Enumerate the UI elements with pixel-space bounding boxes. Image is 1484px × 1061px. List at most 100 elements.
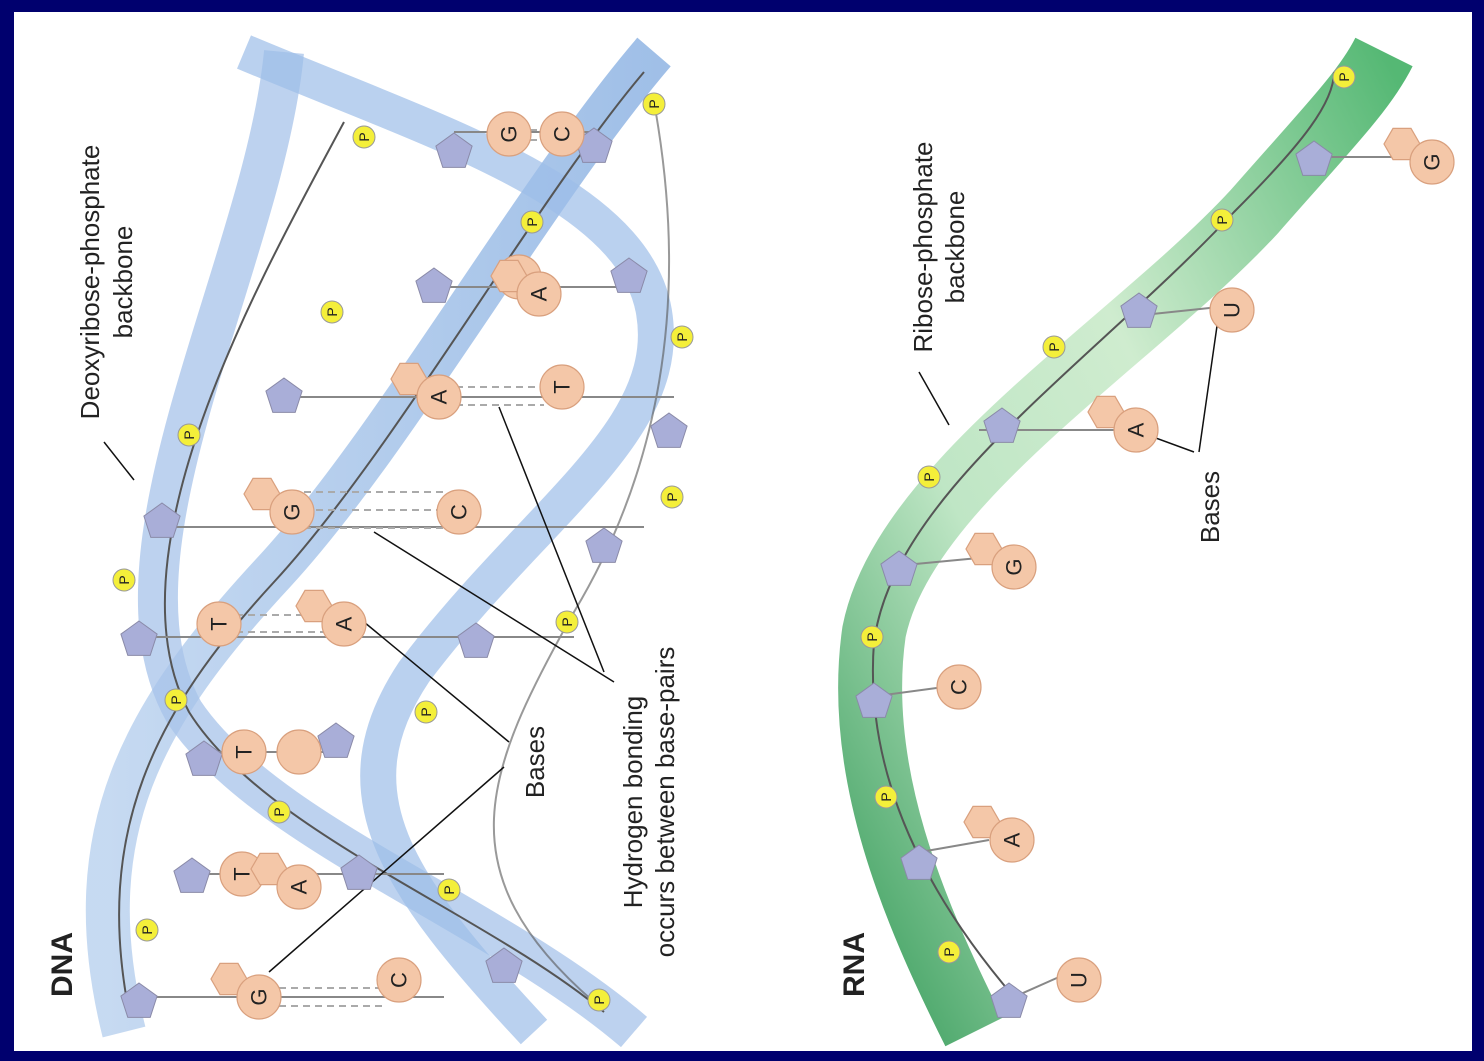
dna-base-3-letter: A bbox=[287, 879, 312, 894]
rna-base-3 bbox=[991, 544, 1037, 590]
dna-sugar-6 bbox=[415, 267, 453, 303]
rna-base-6-letter: G bbox=[1420, 153, 1445, 170]
dna-sugar-1 bbox=[173, 857, 211, 893]
rna-phosphate-3-label: P bbox=[921, 472, 937, 481]
dna-base-15-letter: C bbox=[550, 126, 575, 142]
dna-base-9 bbox=[436, 489, 482, 535]
dna-phosphate-5 bbox=[520, 210, 544, 234]
rna-base-1 bbox=[989, 817, 1035, 863]
dna-sugar-2 bbox=[185, 740, 223, 776]
dna-phosphate-14 bbox=[642, 92, 666, 116]
dna-sugar-13 bbox=[650, 412, 688, 448]
rna-base-0-letter: U bbox=[1067, 972, 1092, 988]
dna-base-10-letter: A bbox=[427, 389, 452, 404]
dna-base-6 bbox=[196, 601, 242, 647]
rna-backbone-label-line-2: backbone bbox=[940, 191, 970, 304]
dna-base-4 bbox=[221, 729, 267, 775]
dna-strand-line-2 bbox=[163, 121, 605, 1013]
rna-sugar-0 bbox=[990, 982, 1028, 1018]
dna-ribbon-1 bbox=[85, 37, 671, 1038]
dna-base-5 bbox=[276, 729, 322, 775]
dna-phosphate-8 bbox=[437, 878, 461, 902]
dna-phosphate-11 bbox=[555, 610, 579, 634]
rna-sugar-2 bbox=[855, 682, 893, 718]
dna-base-2-letter: T bbox=[230, 867, 255, 880]
dna-phosphate-12-label: P bbox=[664, 492, 680, 501]
dna-sugar-11 bbox=[457, 622, 495, 658]
rna-title: RNA bbox=[838, 932, 871, 997]
dna-base-9-letter: C bbox=[447, 504, 472, 520]
rna-base-2 bbox=[936, 664, 982, 710]
rna-phosphate-1 bbox=[874, 785, 898, 809]
dna-phosphate-4 bbox=[320, 300, 344, 324]
rna-base-5-letter: U bbox=[1220, 302, 1245, 318]
rna-strand-line bbox=[872, 71, 1335, 998]
dna-sugar-0 bbox=[120, 982, 158, 1018]
rna-phosphate-4 bbox=[1042, 335, 1066, 359]
dna-phosphate-7-label: P bbox=[591, 995, 607, 1004]
label-leader-lines bbox=[103, 311, 1220, 973]
rna-sugar-6 bbox=[1295, 140, 1333, 176]
dna-base-0 bbox=[236, 974, 282, 1020]
dna-base-1 bbox=[376, 957, 422, 1003]
dna-base-8 bbox=[269, 489, 315, 535]
rna-sugar-5 bbox=[1120, 292, 1158, 328]
dna-backbone-label-line-2: backbone bbox=[108, 226, 138, 339]
dna-base-14 bbox=[486, 111, 532, 157]
dna-base-3 bbox=[276, 864, 322, 910]
dna-phosphate-0-label: P bbox=[139, 925, 155, 934]
rna-phosphate-6-label: P bbox=[1336, 72, 1352, 81]
dna-phosphate-11-label: P bbox=[559, 617, 575, 626]
dna-phosphate-9-label: P bbox=[271, 807, 287, 816]
rna-backbone-label-line-1: Ribose-phosphate bbox=[908, 141, 938, 352]
dna-base-14-letter: G bbox=[497, 125, 522, 142]
rna-base-0 bbox=[1056, 957, 1102, 1003]
dna-backbone-label-line-1: Deoxyribose-phosphate bbox=[75, 145, 105, 420]
dna-sugar-14 bbox=[610, 257, 648, 293]
dna-base-15 bbox=[539, 111, 585, 157]
rna-phosphate-5 bbox=[1210, 208, 1234, 232]
rna-base-4 bbox=[1113, 407, 1159, 453]
dna-base-11 bbox=[539, 364, 585, 410]
dna-base-4-letter: T bbox=[232, 745, 257, 758]
dna-base-11-letter: T bbox=[550, 380, 575, 393]
rna-phosphate-5-label: P bbox=[1214, 215, 1230, 224]
rna-base-6 bbox=[1409, 139, 1455, 185]
dna-sugar-7 bbox=[435, 132, 473, 168]
dna-sugar-5 bbox=[265, 377, 303, 413]
dna-sugar-3 bbox=[120, 620, 158, 656]
dna-phosphate-10 bbox=[414, 700, 438, 724]
rna-phosphate-3 bbox=[917, 465, 941, 489]
dna-base-6-letter: T bbox=[207, 617, 232, 630]
rna-phosphate-2 bbox=[860, 625, 884, 649]
dna-hbond-label-line-2: occurs between base-pairs bbox=[650, 647, 680, 958]
dna-base-0-letter: G bbox=[247, 988, 272, 1005]
dna-phosphate-6 bbox=[352, 125, 376, 149]
dna-base-10 bbox=[416, 374, 462, 420]
rna-phosphate-0 bbox=[937, 940, 961, 964]
rna-sugar-1 bbox=[900, 844, 938, 880]
dna-phosphate-1-label: P bbox=[168, 695, 184, 704]
dna-bases-label: Bases bbox=[520, 726, 550, 798]
dna-sugar-10 bbox=[317, 722, 355, 758]
dna-phosphate-9 bbox=[267, 800, 291, 824]
labels: DNA RNA Deoxyribose-phosphate backbone B… bbox=[46, 141, 1225, 997]
dna-phosphate-1 bbox=[164, 688, 188, 712]
dna-sugar-8 bbox=[485, 947, 523, 983]
rna-base-3-letter: G bbox=[1002, 558, 1027, 575]
dna-phosphate-14-label: P bbox=[646, 99, 662, 108]
dna-phosphate-3-label: P bbox=[181, 430, 197, 439]
rna-phosphate-0-label: P bbox=[941, 947, 957, 956]
rna-phosphate-6 bbox=[1332, 65, 1356, 89]
dna-phosphate-6-label: P bbox=[356, 132, 372, 141]
dna-base-8-letter: G bbox=[280, 503, 305, 520]
dna-phosphate-13-label: P bbox=[674, 332, 690, 341]
rna-sugar-4 bbox=[983, 407, 1021, 443]
rna-base-4-letter: A bbox=[1124, 422, 1149, 437]
rna-base-1-letter: A bbox=[1000, 832, 1025, 847]
dna-sugar-9 bbox=[340, 854, 378, 890]
dna-sugar-4 bbox=[143, 502, 181, 538]
dna-phosphate-5-label: P bbox=[524, 217, 540, 226]
rna-base-5 bbox=[1209, 287, 1255, 333]
